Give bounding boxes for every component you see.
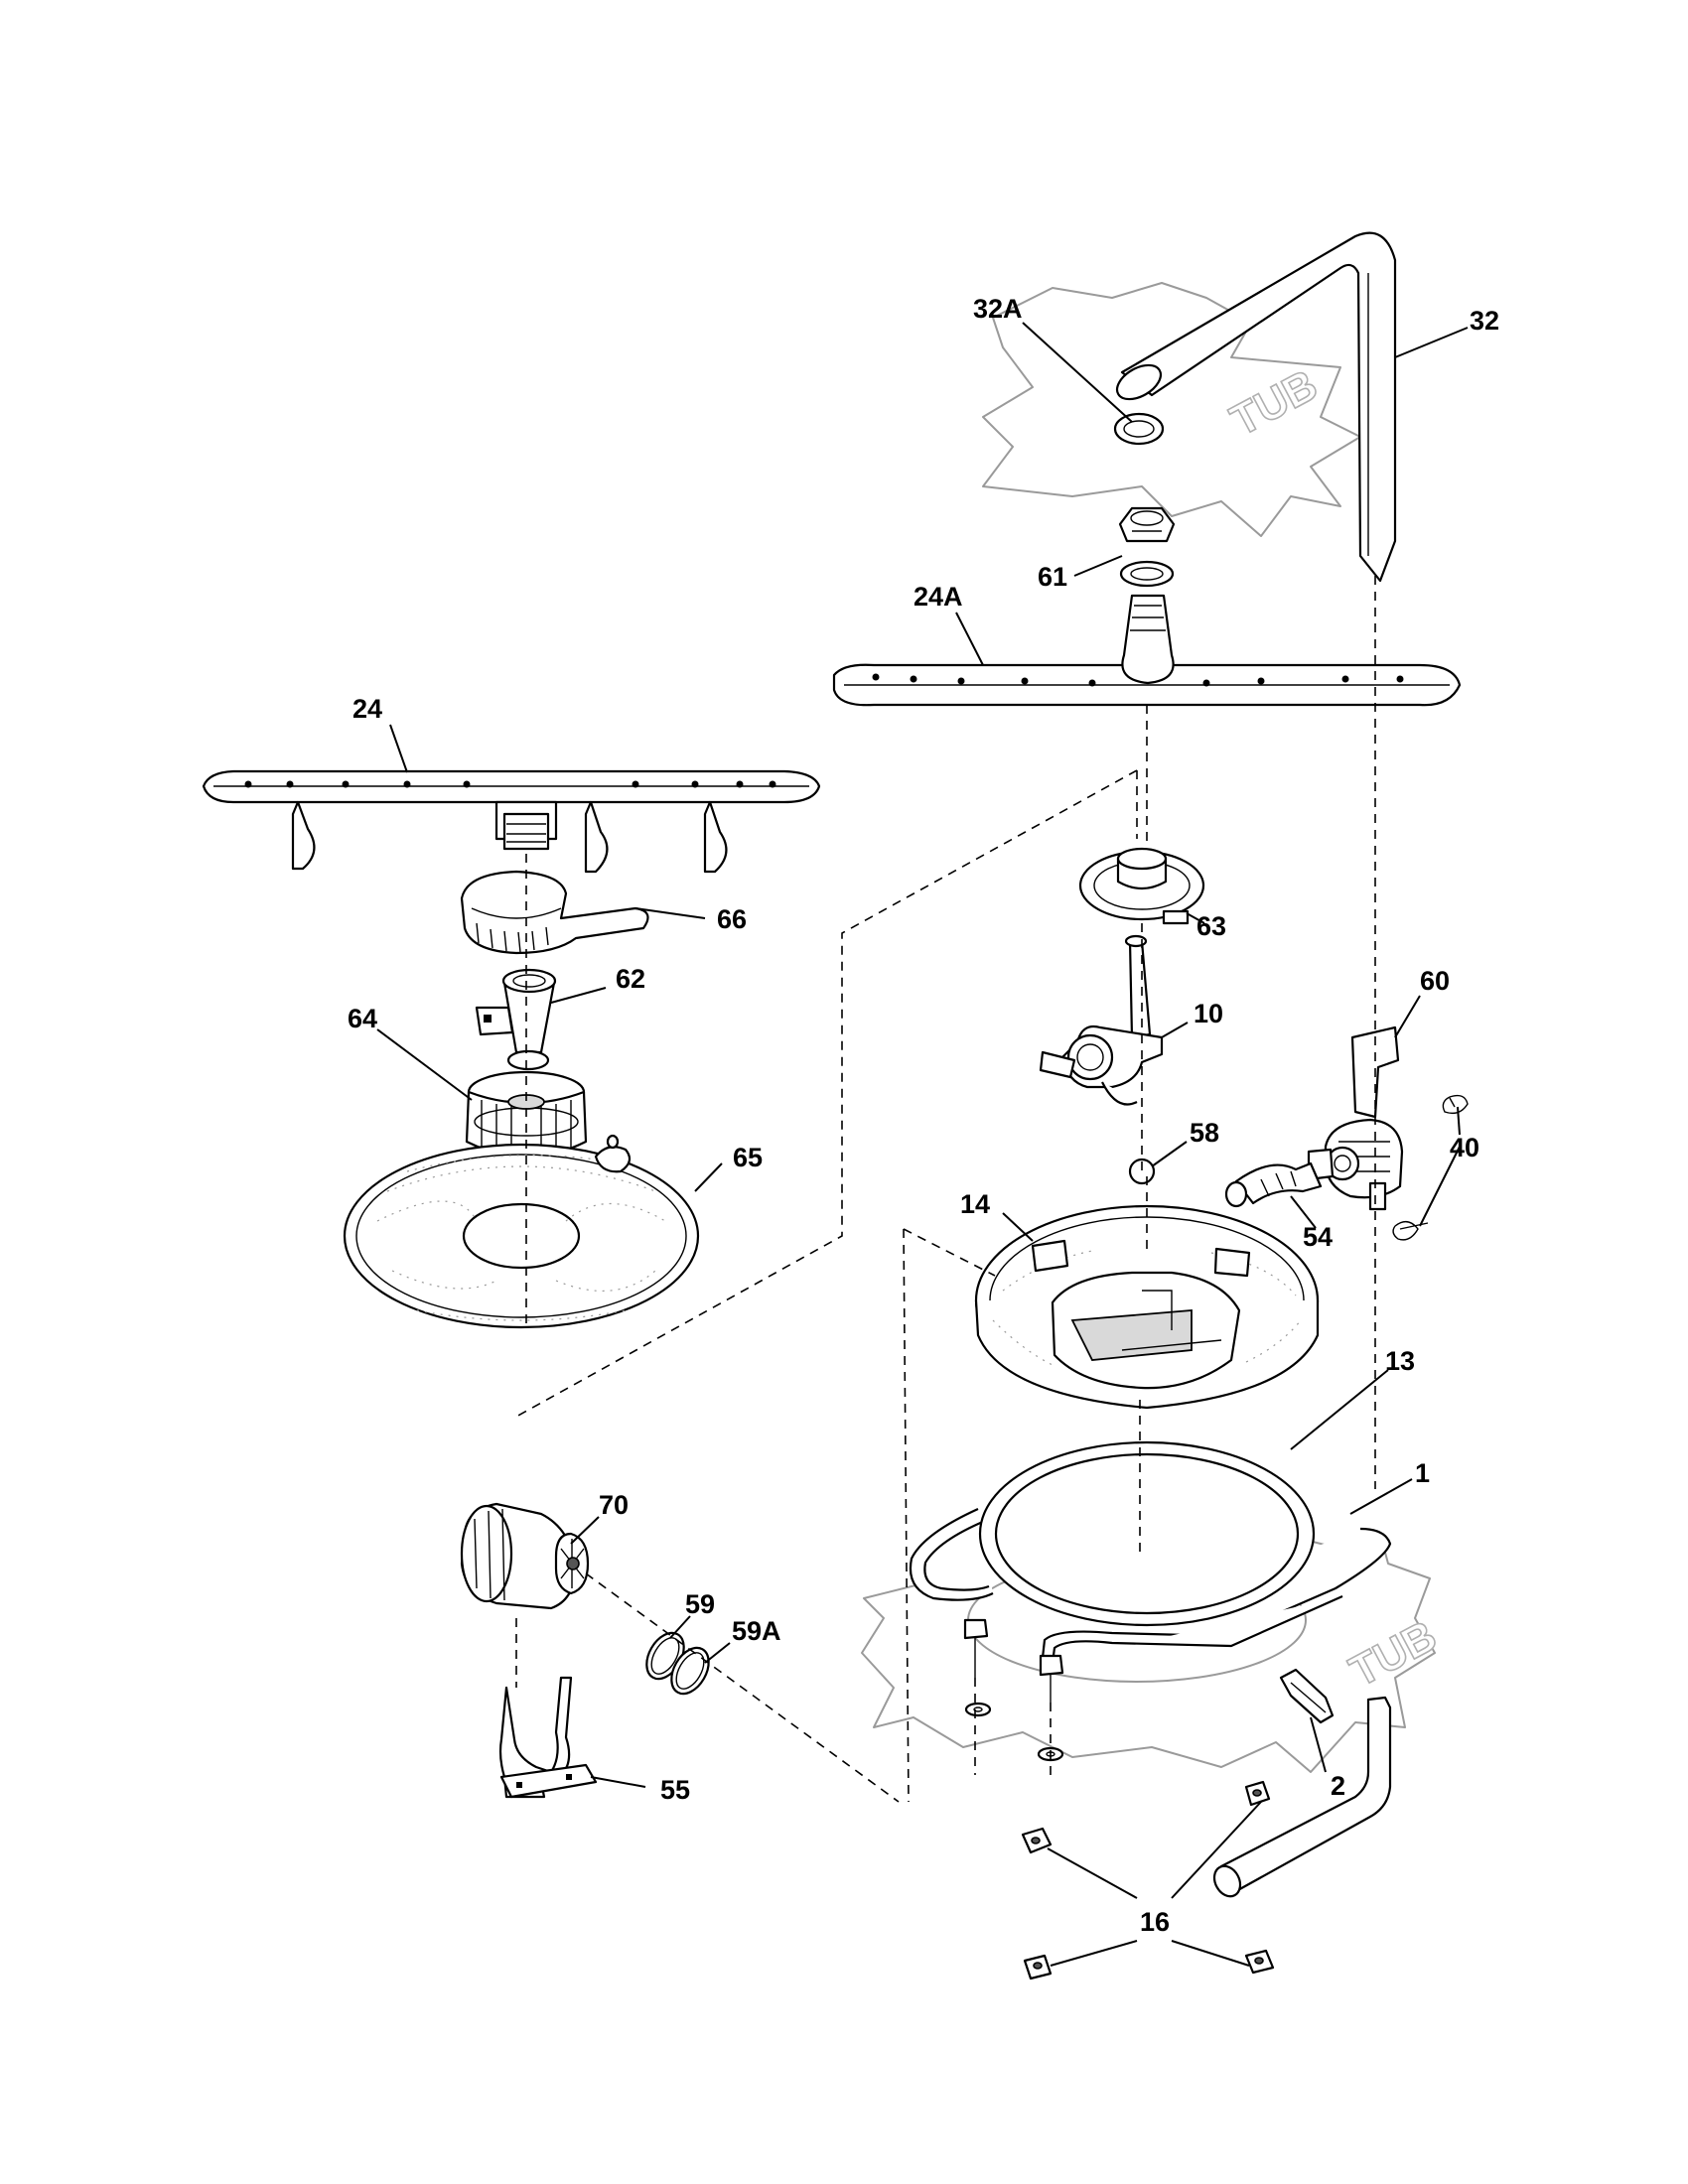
callout-10: 10 [1194,999,1223,1028]
callout-labels: 32A 32 61 24A 24 66 63 62 64 10 60 58 40… [348,294,1499,1937]
callout-70: 70 [599,1490,629,1520]
callout-16: 16 [1140,1907,1170,1937]
wash-arm-blade [460,870,649,955]
water-inlet-valve [1307,1025,1404,1211]
callout-14: 14 [960,1189,990,1219]
callout-66: 66 [717,904,747,934]
sump-assembly [974,1204,1320,1410]
callout-32: 32 [1470,306,1499,336]
spray-tower-housing [1039,934,1164,1106]
callout-59: 59 [685,1589,715,1619]
callout-2: 2 [1331,1771,1345,1801]
callout-40: 40 [1450,1133,1479,1162]
upper-spray-arm-pipe [1115,231,1397,583]
callout-1: 1 [1415,1458,1430,1488]
callout-24: 24 [352,694,382,724]
callout-32A: 32A [973,294,1023,324]
heater-bracket [1279,1668,1335,1724]
upper-tub-section: TUB [982,282,1361,537]
lower-wash-tube [475,968,557,1071]
leveling-feet [1021,1780,1275,1980]
spray-arm-nut [1118,506,1176,588]
callout-64: 64 [348,1004,377,1033]
callout-24A: 24A [914,582,963,612]
assembly-guide-lines [515,576,1376,1803]
callout-63: 63 [1196,911,1226,941]
callout-13: 13 [1385,1346,1415,1376]
callout-61: 61 [1038,562,1067,592]
hose-clamps [1392,1094,1469,1241]
callout-60: 60 [1420,966,1450,996]
callout-62: 62 [616,964,645,994]
sump-gasket [978,1440,1316,1627]
callout-55: 55 [660,1775,690,1805]
motor-mount-bracket [498,1676,598,1799]
lower-spray-arm [202,769,821,874]
pump-motor [460,1502,590,1610]
callout-leaders [376,322,1469,1967]
check-ball [1128,1158,1156,1185]
upper-spray-arm [832,594,1462,707]
pump-o-rings [645,1631,710,1696]
inlet-hose [1224,1161,1323,1208]
callout-54: 54 [1303,1222,1333,1252]
drain-hose [1212,1696,1392,1898]
pipe-seal [1113,412,1165,446]
callout-58: 58 [1190,1118,1219,1148]
mounting-screws [963,1618,1064,1762]
callout-59A: 59A [732,1616,781,1646]
tower-cap [1078,847,1205,925]
callout-65: 65 [733,1143,763,1172]
filter-screen [343,1134,700,1329]
